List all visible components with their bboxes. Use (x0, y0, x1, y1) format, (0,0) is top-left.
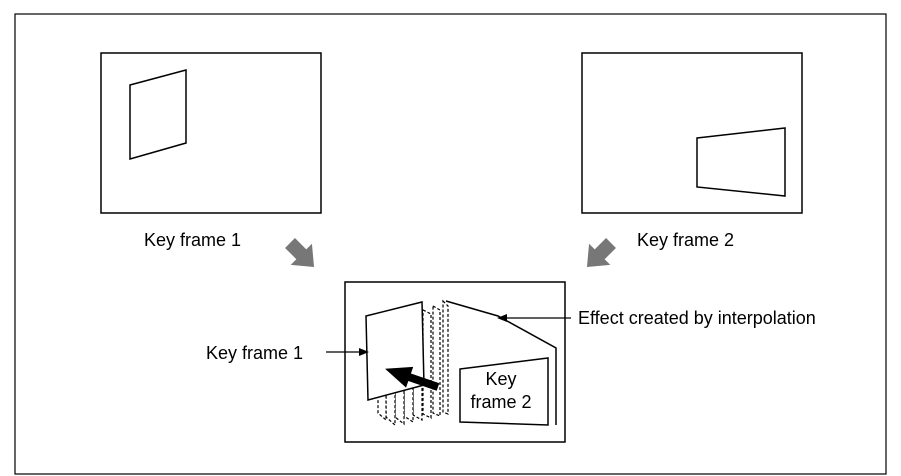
result-key-frame-2 (459, 357, 549, 426)
key-frame-1-screen (100, 52, 322, 214)
interpolated-frame-2 (432, 304, 441, 417)
black-arrow-icon (385, 366, 440, 391)
effect-label: Effect created by interpolation (578, 308, 816, 328)
gray-arrow-left-icon (285, 238, 315, 268)
result-key-frame-1 (365, 301, 425, 401)
gray-arrow-right-icon (586, 238, 616, 268)
key-frame-2-shape (696, 127, 786, 197)
interpolated-frame-1 (442, 299, 449, 415)
effect-pointer-head-icon (497, 314, 507, 322)
key-frame-2-inner-line-1: Key (485, 369, 516, 389)
key-frame-2-label: Key frame 2 (637, 230, 734, 250)
key-frame-1-pointer-head-icon (359, 348, 369, 356)
key-frame-2-inner-line-2: frame 2 (470, 392, 531, 412)
key-frame-1-side-label: Key frame 1 (206, 343, 303, 363)
interpolation-outline (445, 300, 557, 425)
screen-1-border (100, 52, 322, 214)
key-frame-1-label: Key frame 1 (144, 230, 241, 250)
key-frame-1-shape (129, 69, 187, 160)
outer-border (14, 13, 887, 475)
screen-2-border (581, 52, 803, 214)
key-frame-2-screen (581, 52, 803, 214)
